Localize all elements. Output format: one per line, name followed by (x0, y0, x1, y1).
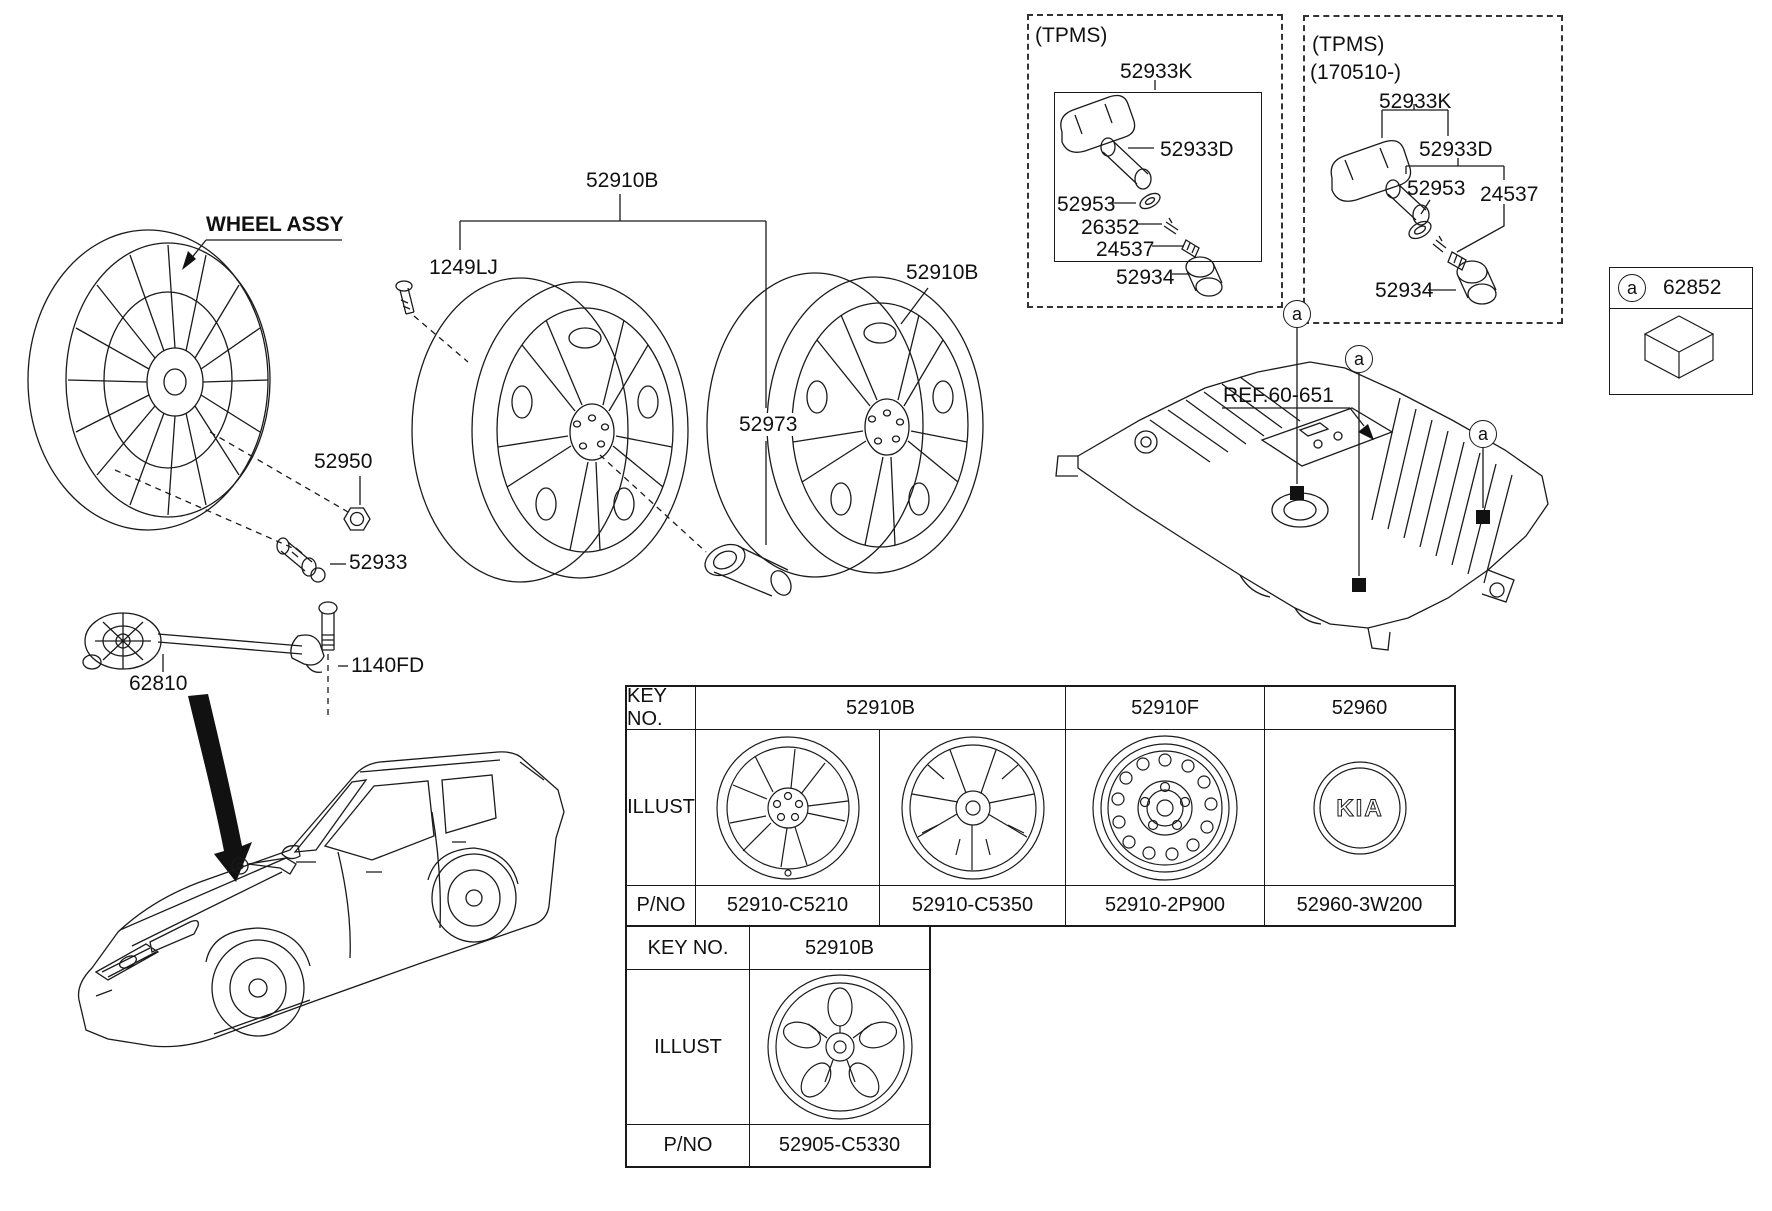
floor-marker-a-3: a (1469, 420, 1497, 448)
tpms-box-1: (TPMS) 52933K 52933D 52953 26352 24537 5… (1027, 14, 1283, 308)
tpms2-sensor-kit-label: 52933K (1379, 90, 1452, 113)
alloy-wheel-drawing-52910b (411, 277, 689, 583)
tpms1-inner-box (1054, 92, 1262, 262)
table1-pno-3: 52910-2P900 (1065, 885, 1264, 925)
wheel-key-table-2: KEY NO. 52910B ILLUST P/NO 52905-C5330 (625, 925, 931, 1168)
table2-pno-1: 52905-C5330 (749, 1124, 929, 1166)
table1-illust-cell-1 (695, 729, 879, 885)
grommet-cube-drawing (1643, 315, 1715, 379)
inset-62852-box: a 62852 (1609, 267, 1753, 395)
valve-stem-label: 52933 (349, 551, 408, 574)
table1-illust-cell-3 (1065, 729, 1264, 885)
table2-pno-header: P/NO (627, 1124, 749, 1166)
table1-key-52960: 52960 (1264, 687, 1454, 729)
valve-cone-label: 52973 (736, 413, 801, 436)
ref-leader (1222, 407, 1374, 440)
inset-62852-header: a 62852 (1610, 268, 1752, 309)
wheel-illust-52910-2p900 (1092, 734, 1238, 881)
cap-illust-52960: KIA (1312, 760, 1407, 855)
table1-key-no-header: KEY NO. (627, 685, 667, 730)
tpms1-nut-label: 24537 (1096, 238, 1155, 261)
floor-marker-a-1: a (1283, 300, 1311, 328)
tpms2-cap-label: 52934 (1375, 279, 1434, 302)
floor-pan-drawing (1055, 361, 1549, 651)
inset-part-no: 62852 (1663, 276, 1722, 299)
floor-marker-a-2-text: a (1353, 348, 1364, 369)
tpms2-nut-label: 24537 (1480, 183, 1539, 206)
wheel-nut-drawing (209, 431, 371, 531)
table2-illust-header: ILLUST (627, 969, 749, 1124)
wheel-nut-label: 52950 (314, 450, 373, 473)
wheel-illust-52910-c5210 (715, 735, 860, 880)
wheel-assy-drawing (27, 229, 271, 531)
table1-illust-header: ILLUST (627, 729, 695, 885)
inset-marker-a-text: a (1626, 277, 1637, 298)
tpms2-title: (TPMS) (1312, 33, 1385, 56)
table1-pno-1: 52910-C5210 (695, 885, 879, 925)
table1-pno-2: 52910-C5350 (879, 885, 1065, 925)
hub-bolt-label: 1249LJ (429, 256, 498, 279)
tpms2-date-range: (170510-) (1310, 61, 1402, 84)
floor-marker-a-1-text: a (1291, 303, 1302, 324)
wheel-assy-leader (182, 239, 342, 270)
tpms1-sensor-label: 52933D (1160, 138, 1234, 161)
table1-illust-cell-2 (879, 729, 1065, 885)
valve-stem-drawing (114, 469, 346, 583)
tpms2-grommet-label: 52953 (1407, 177, 1466, 200)
floor-marker-a-2: a (1345, 345, 1373, 373)
hub-bolt-drawing (395, 280, 469, 363)
tpms1-screw-label: 26352 (1081, 216, 1140, 239)
installed-clamp-sketch (231, 857, 316, 875)
tpms2-sensor-label: 52933D (1419, 138, 1493, 161)
clamp-bolt-label: 1140FD (351, 654, 425, 677)
inset-marker-a: a (1618, 274, 1646, 302)
table2-key-52910b: 52910B (749, 927, 929, 969)
spare-clamp-label: 62810 (129, 672, 188, 695)
table1-illust-cell-4: KIA (1264, 729, 1454, 885)
tpms-box-2: (TPMS) (170510-) 52933K 52933D 52953 245… (1303, 15, 1563, 324)
tpms1-cap-label: 52934 (1116, 266, 1175, 289)
valve-cone-drawing (599, 454, 792, 597)
tpms1-title: (TPMS) (1035, 24, 1108, 47)
vehicle-drawing (77, 751, 565, 1048)
table2-key-no-header: KEY NO. (647, 936, 729, 959)
floor-marker-a-3-text: a (1477, 423, 1488, 444)
ref-label: REF.60-651 (1223, 384, 1334, 407)
tpms1-grommet-label: 52953 (1057, 193, 1116, 216)
wheel-1-label: 52910B (586, 169, 659, 192)
kia-logo-text: KIA (1336, 795, 1383, 822)
table1-key-52910b: 52910B (695, 687, 1065, 729)
table2-illust-cell (749, 969, 929, 1124)
bracket-lines (459, 194, 929, 545)
table1-pno-4: 52960-3W200 (1264, 885, 1454, 925)
marker-leaders (1290, 328, 1490, 592)
tpms1-sensor-kit-label: 52933K (1120, 60, 1193, 83)
table1-pno-header: P/NO (627, 885, 695, 925)
tpms2-parts-drawing (1330, 104, 1505, 305)
tpms1-parts-drawing (1060, 80, 1223, 297)
table1-key-52910f: 52910F (1065, 687, 1264, 729)
wheel-2-label: 52910B (906, 261, 979, 284)
spare-clamp-drawing (82, 601, 348, 716)
locator-arrow (188, 694, 252, 882)
wheel-illust-52905-c5330 (766, 974, 913, 1120)
wheel-key-table: KEY NO. 52910B 52910F 52960 ILLUST (625, 685, 1456, 927)
wheel-illust-52910-c5350 (900, 735, 1045, 880)
wheel-assy-label: WHEEL ASSY (206, 213, 344, 236)
